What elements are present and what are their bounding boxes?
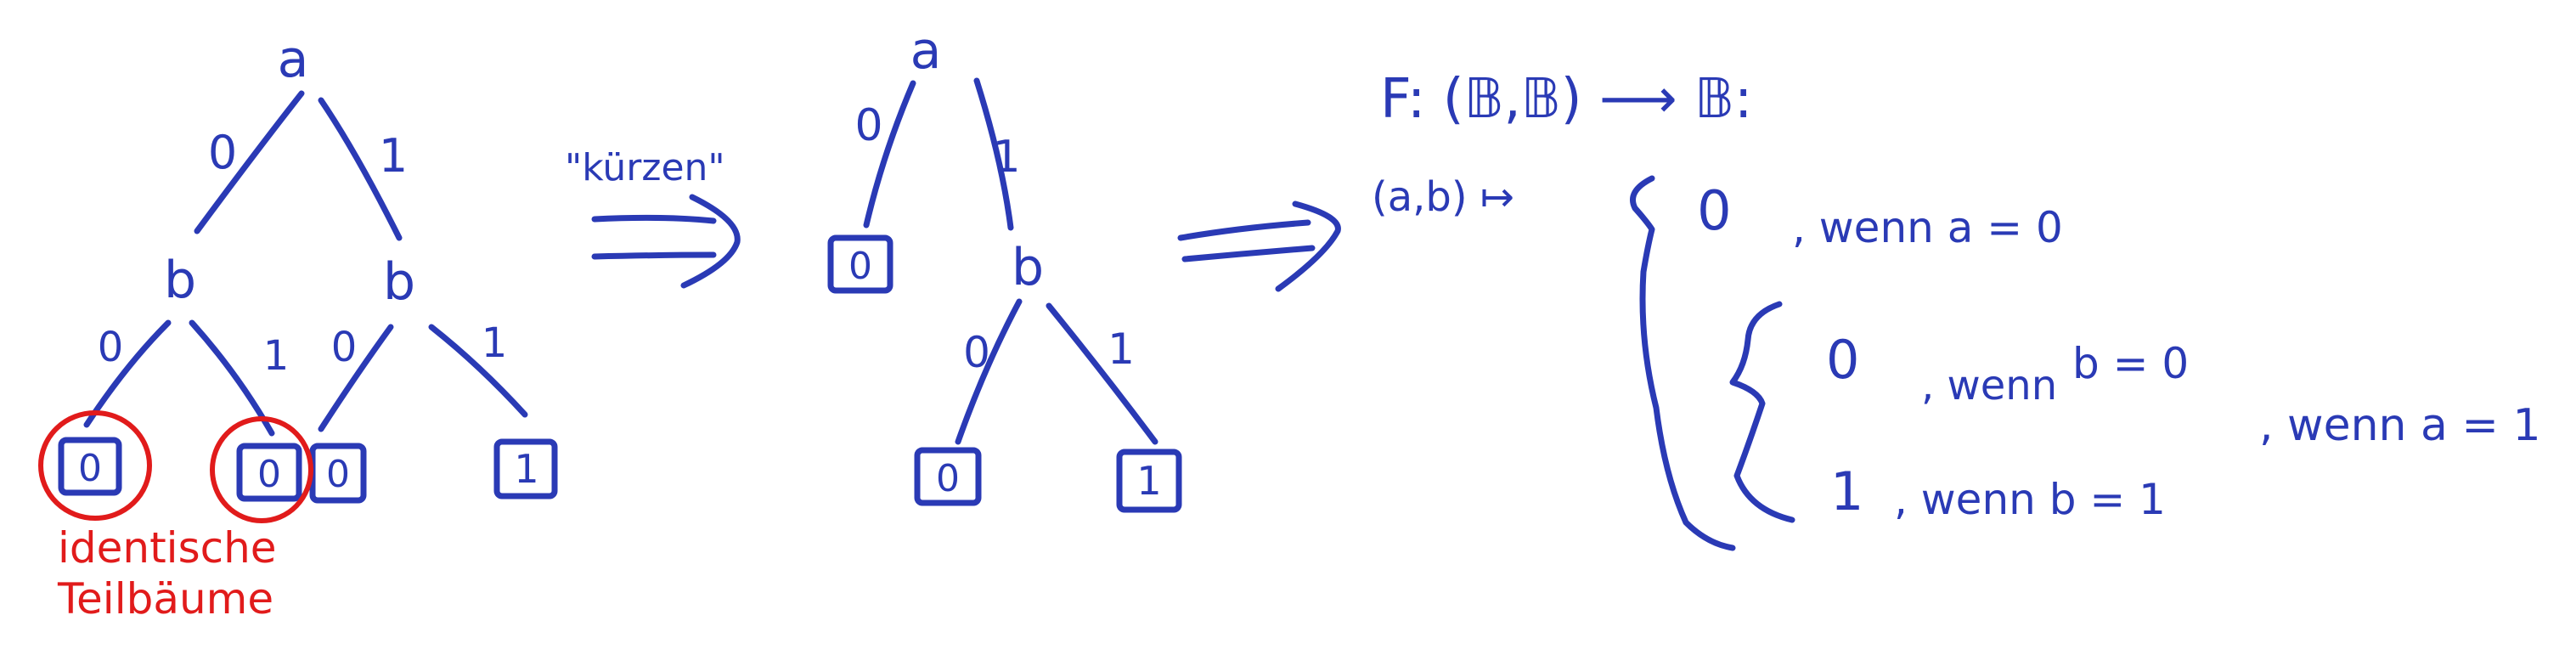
formula-signature: F: (𝔹,𝔹) ⟶ 𝔹:	[1380, 68, 1752, 131]
tree2-leaf-1-box	[914, 447, 982, 506]
tree2-edge-root-left-label: 0	[854, 100, 882, 151]
arrow1-label: "kürzen"	[565, 146, 725, 189]
tree1-edge-root-left	[194, 90, 305, 234]
case1-value: 0	[1697, 180, 1732, 243]
case2-condition: , wenn a = 1	[2259, 400, 2541, 451]
tree1-edge-root-left-label: 0	[208, 126, 237, 179]
highlight-circle-2	[210, 416, 313, 523]
tree2-edge-rr-label: 1	[1108, 325, 1135, 374]
tree1-leaf-4-box	[493, 438, 558, 500]
tree2-leaf-2-box	[1116, 449, 1182, 513]
outer-brace	[1630, 175, 1736, 551]
tree1-leaf-1-box	[58, 437, 122, 496]
tree1-edge-rl-label: 0	[331, 324, 358, 371]
arrow2-line-bottom	[1181, 245, 1316, 262]
formula-mapping: (a,b) ↦	[1372, 173, 1514, 221]
sub-case1-condition-a: , wenn	[1921, 362, 2057, 409]
tree1-edge-rr-label: 1	[482, 319, 508, 367]
annotation-line-1: identische	[58, 523, 277, 573]
tree1-edge-lr-label: 1	[263, 332, 290, 380]
case1-condition: , wenn a = 0	[1792, 203, 2063, 252]
tree1-leaf-2-box	[236, 443, 302, 502]
tree2-left-leaf-label: 0	[848, 245, 872, 288]
tree2-edge-root-left	[863, 80, 916, 229]
sub-case1-condition-b: b = 0	[2072, 339, 2189, 388]
tree1-leaf-3-label: 0	[326, 453, 350, 496]
tree1-edge-rr	[428, 324, 528, 418]
tree2-leaf-1-label: 0	[936, 457, 960, 500]
arrow1-line-top	[591, 214, 717, 224]
tree1-edge-root-right-label: 1	[379, 129, 408, 183]
tree2-edge-rl	[955, 298, 1023, 445]
tree1-right-node-label: b	[383, 252, 415, 312]
tree1-left-node-label: b	[164, 251, 196, 310]
arrow2-head	[1275, 200, 1341, 292]
tree2-edge-root-right	[973, 77, 1014, 231]
function-definition: F: (𝔹,𝔹) ⟶ 𝔹: (a,b) ↦ 0 , wenn a = 0 0 ,…	[1372, 68, 2541, 551]
tree2-edge-rr	[1046, 302, 1158, 445]
tree2-left-leaf-box	[827, 234, 893, 294]
tree-1: a 0 1 b b 0 1 0 1 0 0 0 1 identische Tei…	[38, 30, 558, 624]
annotation-line-2: Teilbäume	[57, 574, 273, 624]
tree1-edge-rl	[318, 324, 394, 432]
inner-brace	[1729, 301, 1795, 523]
highlight-circle-1	[38, 410, 152, 521]
tree-2: a 0 1 0 b 0 1 0 1	[827, 21, 1182, 513]
tree1-edge-root-right	[318, 97, 403, 241]
arrow-kuerzen: "kürzen"	[565, 146, 741, 289]
sub-case2-value: 1	[1830, 460, 1863, 522]
tree1-root-label: a	[278, 30, 309, 89]
tree1-edge-ll-label: 0	[98, 324, 124, 371]
tree2-right-node-label: b	[1012, 238, 1044, 297]
arrow2-line-top	[1177, 219, 1311, 241]
sub-case2-condition: , wenn b = 1	[1894, 475, 2166, 524]
arrow1-line-bottom	[591, 251, 717, 260]
arrow1-head	[680, 194, 741, 289]
arrow-implies	[1177, 200, 1341, 292]
sub-case1-value: 0	[1826, 329, 1859, 391]
tree2-edge-root-right-label: 1	[992, 132, 1020, 183]
tree1-leaf-2-label: 0	[257, 453, 281, 496]
tree1-leaf-1-label: 0	[78, 447, 102, 490]
tree2-leaf-2-label: 1	[1136, 458, 1161, 504]
tree2-root-label: a	[910, 21, 942, 81]
tree1-leaf-4-label: 1	[514, 446, 538, 492]
tree2-edge-rl-label: 0	[963, 328, 990, 377]
